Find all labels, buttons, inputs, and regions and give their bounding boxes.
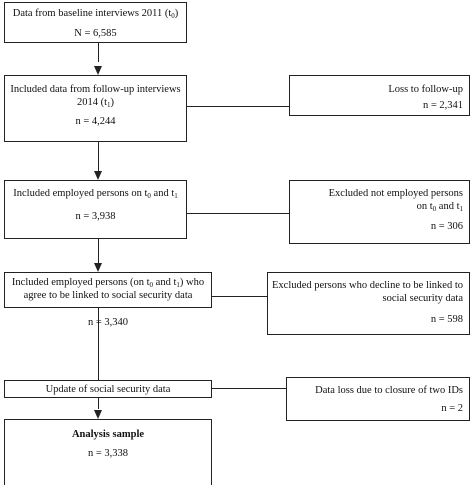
loss-title: Loss to follow-up	[388, 84, 463, 95]
arrow-1	[94, 66, 102, 75]
box-not-employed: Excluded not employed persons on t0 and …	[289, 180, 470, 244]
followup-title-1: Included data from follow-up interviews	[10, 84, 181, 95]
not-employed-title-1: Excluded not employed persons	[328, 188, 463, 199]
analysis-title: Analysis sample	[71, 429, 145, 440]
box-followup: Included data from follow-up interviews …	[4, 75, 187, 142]
connector-4	[98, 307, 99, 380]
box-baseline: Data from baseline interviews 2011 (t0) …	[4, 2, 187, 43]
loss-count: n = 2,341	[422, 100, 463, 111]
arrow-5	[94, 410, 102, 419]
followup-title-2: 2014 (t1)	[76, 97, 115, 109]
box-analysis: Analysis sample n = 3,338	[4, 419, 212, 485]
box-loss: Loss to follow-up n = 2,341	[289, 75, 470, 116]
agree-title-2: agree to be linked to social security da…	[23, 290, 193, 301]
box-update: Update of social security data	[4, 380, 212, 398]
not-employed-title-2: on t0 and t1	[416, 201, 463, 213]
box-data-loss: Data loss due to closure of two IDs n = …	[286, 377, 470, 421]
decline-count: n = 598	[430, 314, 463, 325]
arrow-2	[94, 171, 102, 180]
h-connector-not-employed	[185, 213, 289, 214]
update-title: Update of social security data	[45, 384, 171, 395]
h-connector-decline	[210, 296, 267, 297]
baseline-title: Data from baseline interviews 2011 (t0)	[12, 8, 179, 20]
baseline-count: N = 6,585	[74, 28, 117, 39]
box-agree: Included employed persons (on t0 and t1)…	[4, 272, 212, 308]
decline-title-2: social security data	[382, 293, 463, 304]
data-loss-count: n = 2	[441, 403, 463, 414]
employed-title: Included employed persons on t0 and t1	[13, 188, 178, 200]
followup-count: n = 4,244	[75, 116, 116, 127]
h-connector-data-loss	[210, 388, 286, 389]
connector-3	[98, 238, 99, 263]
decline-title-1: Excluded persons who decline to be linke…	[272, 280, 463, 291]
box-employed: Included employed persons on t0 and t1 n…	[4, 180, 187, 239]
arrow-3	[94, 263, 102, 272]
connector-1	[98, 42, 99, 62]
data-loss-title: Data loss due to closure of two IDs	[315, 385, 463, 396]
analysis-count: n = 3,338	[87, 448, 129, 459]
box-decline: Excluded persons who decline to be linke…	[267, 272, 470, 335]
connector-2	[98, 141, 99, 171]
h-connector-loss	[185, 106, 289, 107]
agree-count: n = 3,340	[87, 317, 129, 328]
employed-count: n = 3,938	[75, 211, 116, 222]
agree-title-1: Included employed persons (on t0 and t1)…	[11, 277, 205, 289]
connector-5	[98, 397, 99, 409]
not-employed-count: n = 306	[430, 221, 463, 232]
